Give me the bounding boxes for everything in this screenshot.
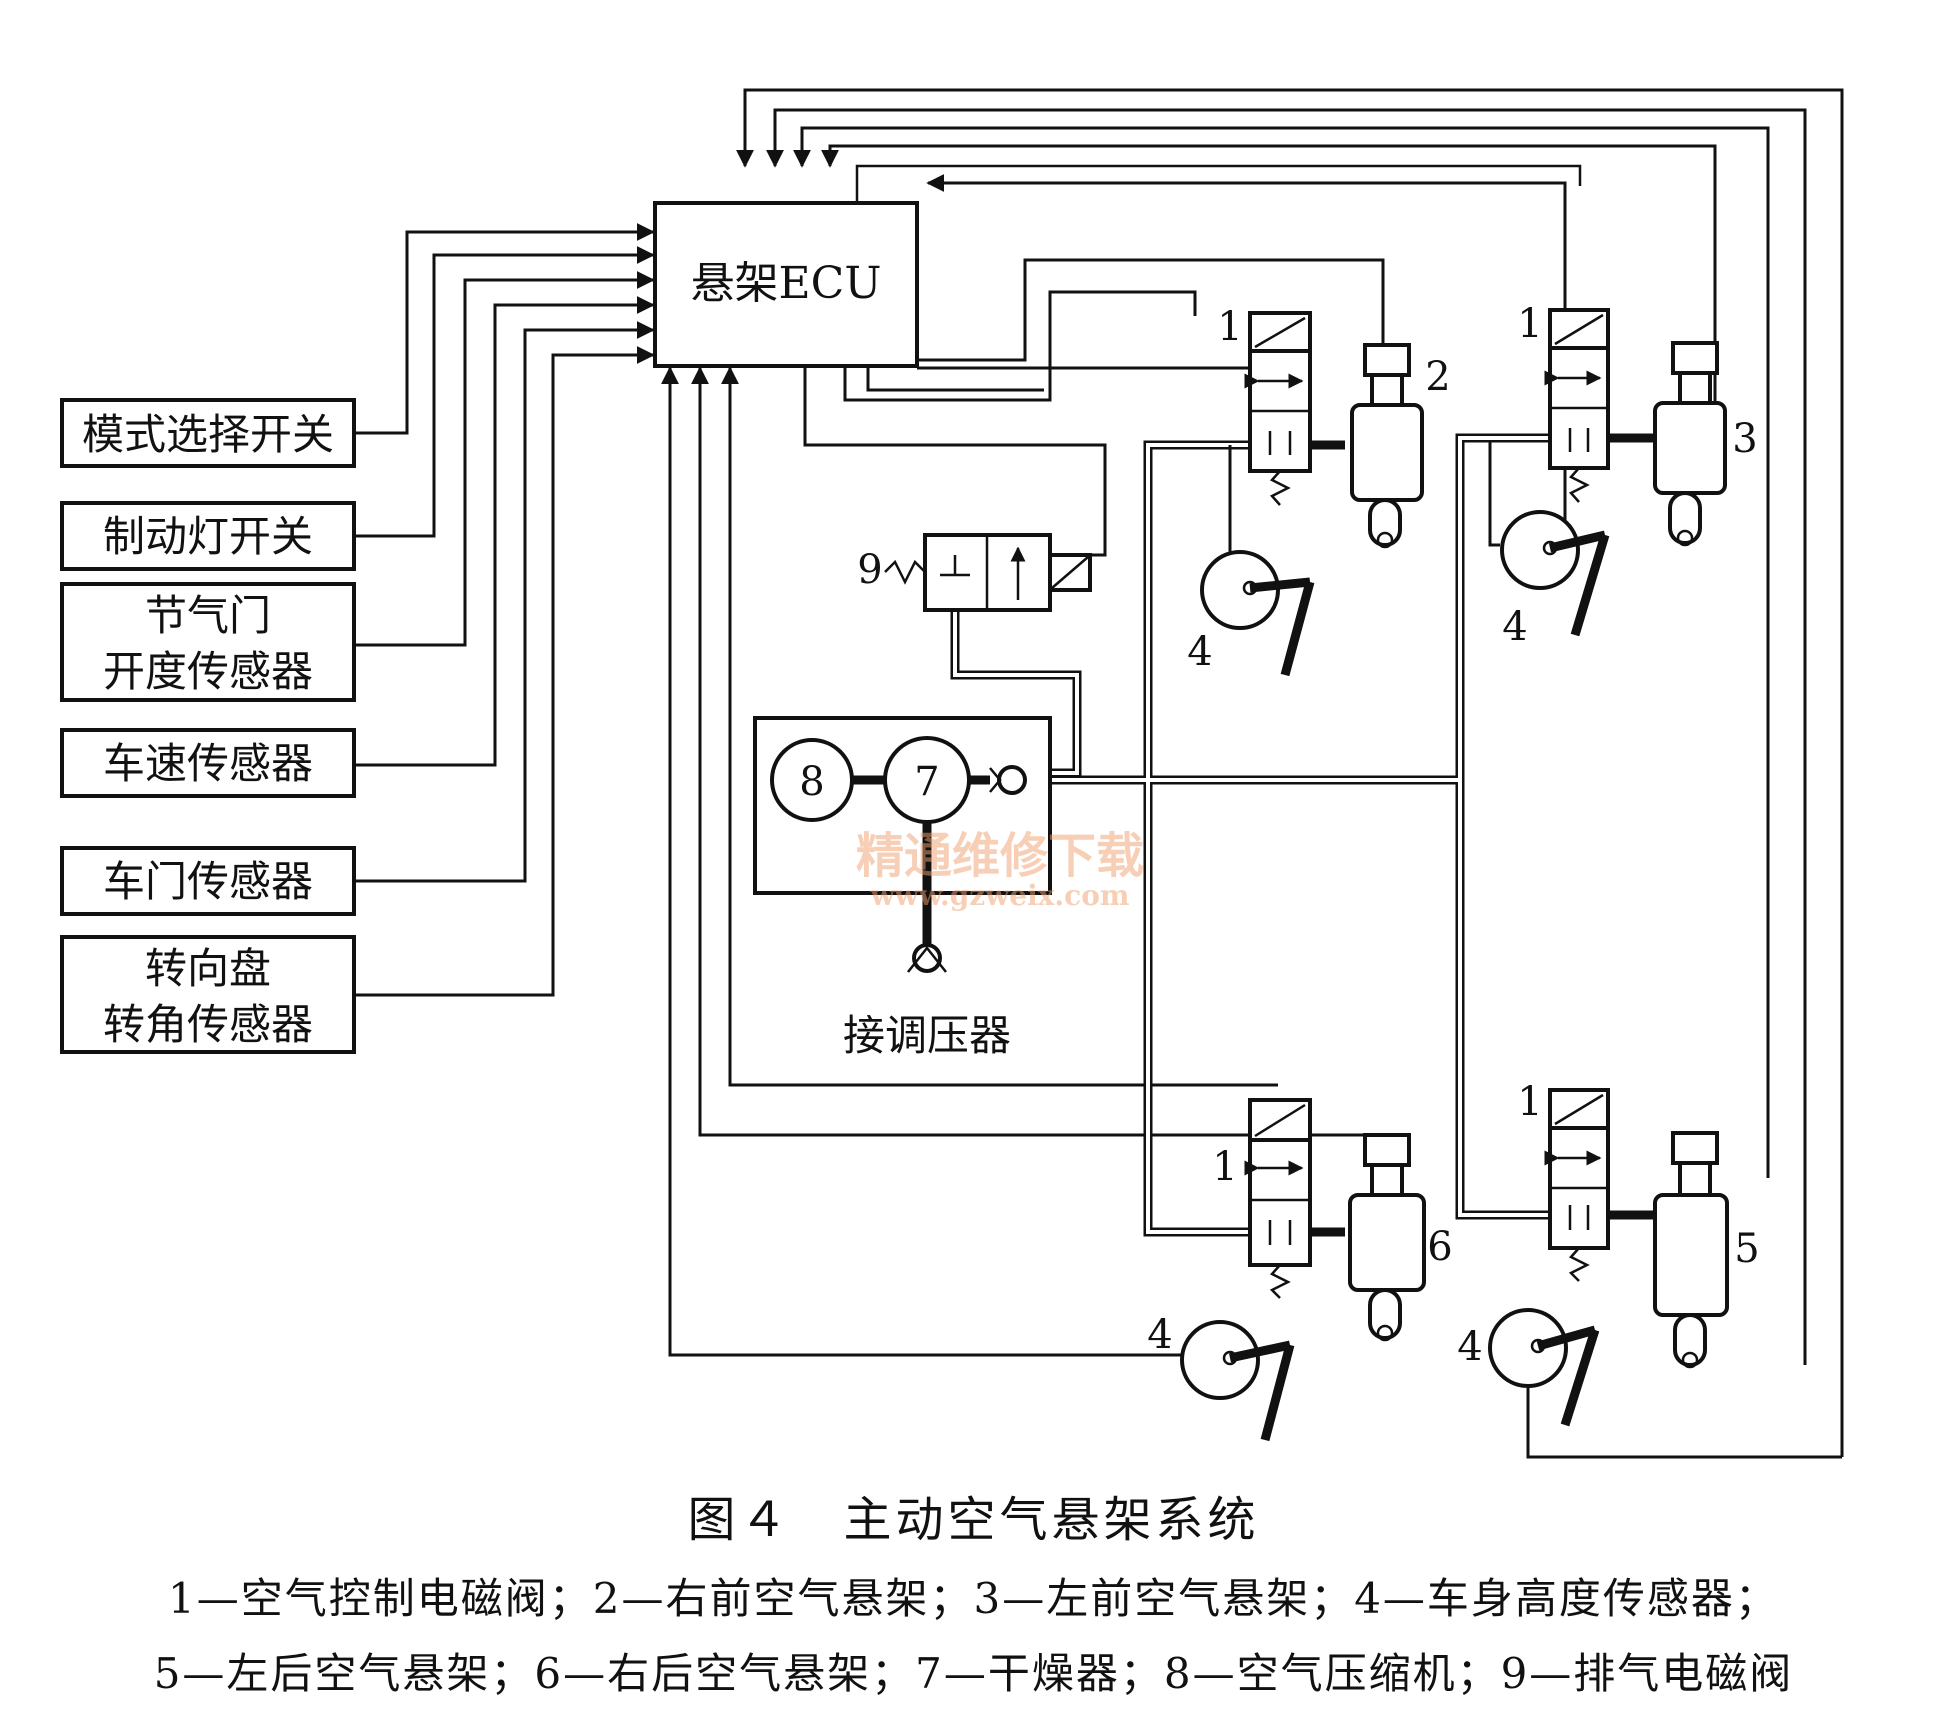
steering-sensor-label-line1: 转向盘 [145, 944, 271, 993]
input-box-speed-sensor: 车速传感器 [60, 728, 356, 798]
compressor-number: 8 [799, 759, 824, 805]
ecu-bottom-wires [661, 366, 1383, 1357]
figure-title: 图４ 主动空气悬架系统 [687, 1492, 1260, 1548]
sensor-rl-number: 4 [1457, 1324, 1482, 1370]
throttle-sensor-label-line2: 开度传感器 [103, 647, 313, 696]
sensor-signal-wires [354, 223, 655, 997]
height-sensor-front-left: 4 [1488, 440, 1610, 650]
sensor-fr-number: 4 [1187, 629, 1212, 675]
mode-switch-label: 模式选择开关 [82, 410, 334, 459]
suspension-system-diagram: 悬架ECU 模式选择开关 制动灯开关 节气门 开度传感器 车速传感器 车门传感器… [60, 88, 1844, 1459]
air-pipes [950, 433, 1655, 1237]
input-box-steering-sensor: 转向盘 转角传感器 [60, 935, 356, 1054]
valve-rr-number: 1 [1212, 1144, 1237, 1190]
strut-rl-number: 5 [1734, 1226, 1759, 1272]
watermark: 精通维修下载 www.gzweix.com [856, 828, 1144, 912]
input-box-brake-light-switch: 制动灯开关 [60, 501, 356, 571]
ecu-output-wires [736, 88, 1844, 1457]
strut-rear-right: 6 [1348, 1133, 1453, 1342]
exhaust-valve-number: 9 [857, 547, 882, 593]
valve-fl-number: 1 [1517, 301, 1542, 347]
ecu-label: 悬架ECU [691, 258, 882, 309]
watermark-url: www.gzweix.com [869, 879, 1129, 912]
brake-light-switch-label: 制动灯开关 [103, 512, 313, 561]
dryer-number: 7 [914, 759, 939, 805]
valve-rl-number: 1 [1517, 1079, 1542, 1125]
height-sensor-rear-right: 4 [1147, 1312, 1295, 1442]
speed-sensor-label: 车速传感器 [103, 739, 313, 788]
throttle-sensor-label-line1: 节气门 [145, 591, 271, 640]
height-sensor-rear-left: 4 [1457, 1308, 1842, 1459]
strut-rear-left: 5 [1653, 1131, 1760, 1369]
regulator-note: 接调压器 [843, 1011, 1011, 1060]
valve-fr-number: 1 [1217, 304, 1242, 350]
valve-rear-right: 1 [1212, 1098, 1312, 1299]
valve-front-right: 1 [1217, 304, 1312, 506]
strut-rr-number: 6 [1427, 1224, 1452, 1270]
steering-sensor-label-line2: 转角传感器 [103, 1000, 313, 1049]
compressor-unit: 8 7 接调压器 [753, 716, 1052, 1060]
sensor-fl-number: 4 [1502, 604, 1527, 650]
door-sensor-label: 车门传感器 [103, 857, 313, 906]
valve-front-left: 1 [1517, 301, 1610, 503]
input-box-mode-switch: 模式选择开关 [60, 398, 356, 468]
height-sensor-front-right: 4 [1187, 445, 1315, 677]
input-box-door-sensor: 车门传感器 [60, 846, 356, 916]
strut-front-right: 2 [1350, 343, 1451, 549]
exhaust-valve: 9 [857, 533, 1092, 612]
strut-front-left: 3 [1653, 341, 1758, 547]
strut-fr-number: 2 [1425, 354, 1450, 400]
ecu-block: 悬架ECU [653, 201, 919, 368]
input-box-throttle-sensor: 节气门 开度传感器 [60, 582, 356, 702]
valve-rear-left: 1 [1517, 1079, 1610, 1282]
figure-legend-line-1: 1—空气控制电磁阀；2—右前空气悬架；3—左前空气悬架；4—车身高度传感器； [168, 1574, 1779, 1623]
figure-legend-line-2: 5—左后空气悬架；6—右后空气悬架；7—干燥器；8—空气压缩机；9—排气电磁阀 [153, 1649, 1794, 1698]
watermark-title: 精通维修下载 [856, 828, 1144, 884]
strut-fl-number: 3 [1732, 416, 1757, 462]
sensor-rr-number: 4 [1147, 1312, 1172, 1358]
